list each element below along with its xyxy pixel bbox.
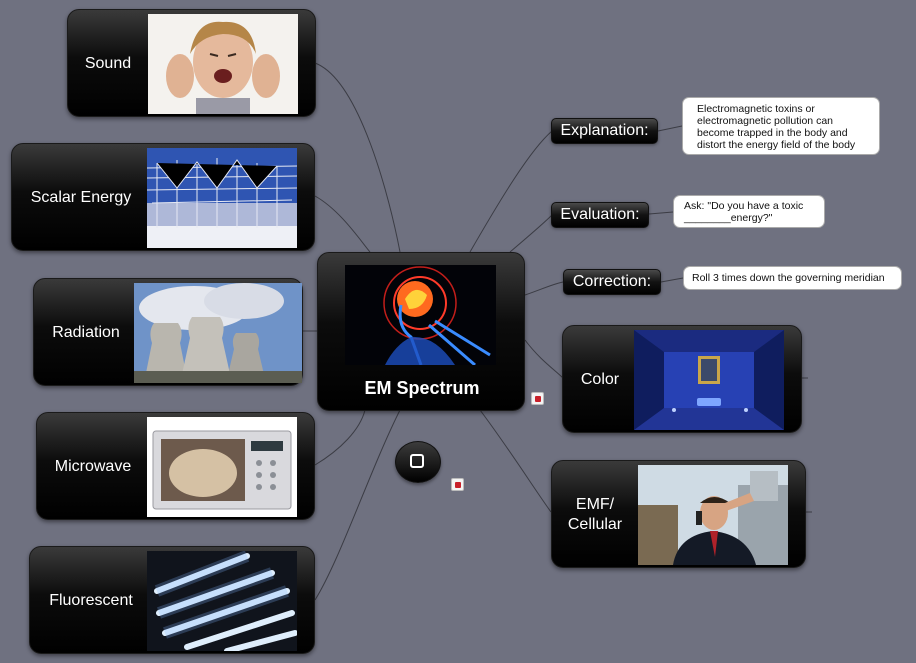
topic-label: Fluorescent [49, 592, 133, 609]
attachment-icon[interactable] [451, 478, 464, 491]
topic-node-fluorescent[interactable]: Fluorescent [29, 546, 315, 654]
xray-brain-phone-image [345, 265, 496, 365]
note-evaluation: Ask: "Do you have a toxic ________energy… [673, 195, 825, 228]
floating-topic-node[interactable] [395, 441, 441, 483]
man-on-phone-image [638, 465, 788, 565]
topic-node-radiation[interactable]: Radiation [33, 278, 303, 386]
central-topic-label: EM Spectrum [364, 378, 480, 398]
topic-label: Radiation [52, 324, 120, 341]
topic-node-sound[interactable]: Sound [67, 9, 316, 117]
topic-node-microwave[interactable]: Microwave [36, 412, 315, 520]
topic-label: Scalar Energy [30, 189, 132, 206]
topic-node-emf-cellular[interactable]: EMF/ Cellular [551, 460, 806, 568]
tag-explanation[interactable]: Explanation: [551, 118, 658, 144]
blue-room-image [634, 330, 784, 430]
tag-evaluation[interactable]: Evaluation: [551, 202, 649, 228]
attachment-icon[interactable] [531, 392, 544, 405]
fluorescent-tubes-image [147, 551, 297, 651]
tag-correction[interactable]: Correction: [563, 269, 661, 295]
topic-label: Sound [84, 55, 132, 72]
central-topic-em-spectrum[interactable]: EM Spectrum [317, 252, 525, 411]
square-icon [410, 454, 424, 468]
topic-node-color[interactable]: Color [562, 325, 802, 433]
note-correction: Roll 3 times down the governing meridian [683, 266, 902, 290]
topic-label: Microwave [54, 458, 132, 475]
microwave-oven-image [147, 417, 297, 517]
topic-label: EMF/ Cellular [567, 496, 623, 533]
note-explanation: Electromagnetic toxins or electromagneti… [682, 97, 880, 155]
cooling-towers-image [134, 283, 302, 383]
topic-label: Color [580, 371, 620, 388]
topic-node-scalar-energy[interactable]: Scalar Energy [11, 143, 315, 251]
covering-ears-image [148, 14, 298, 114]
antenna-array-image [147, 148, 297, 248]
